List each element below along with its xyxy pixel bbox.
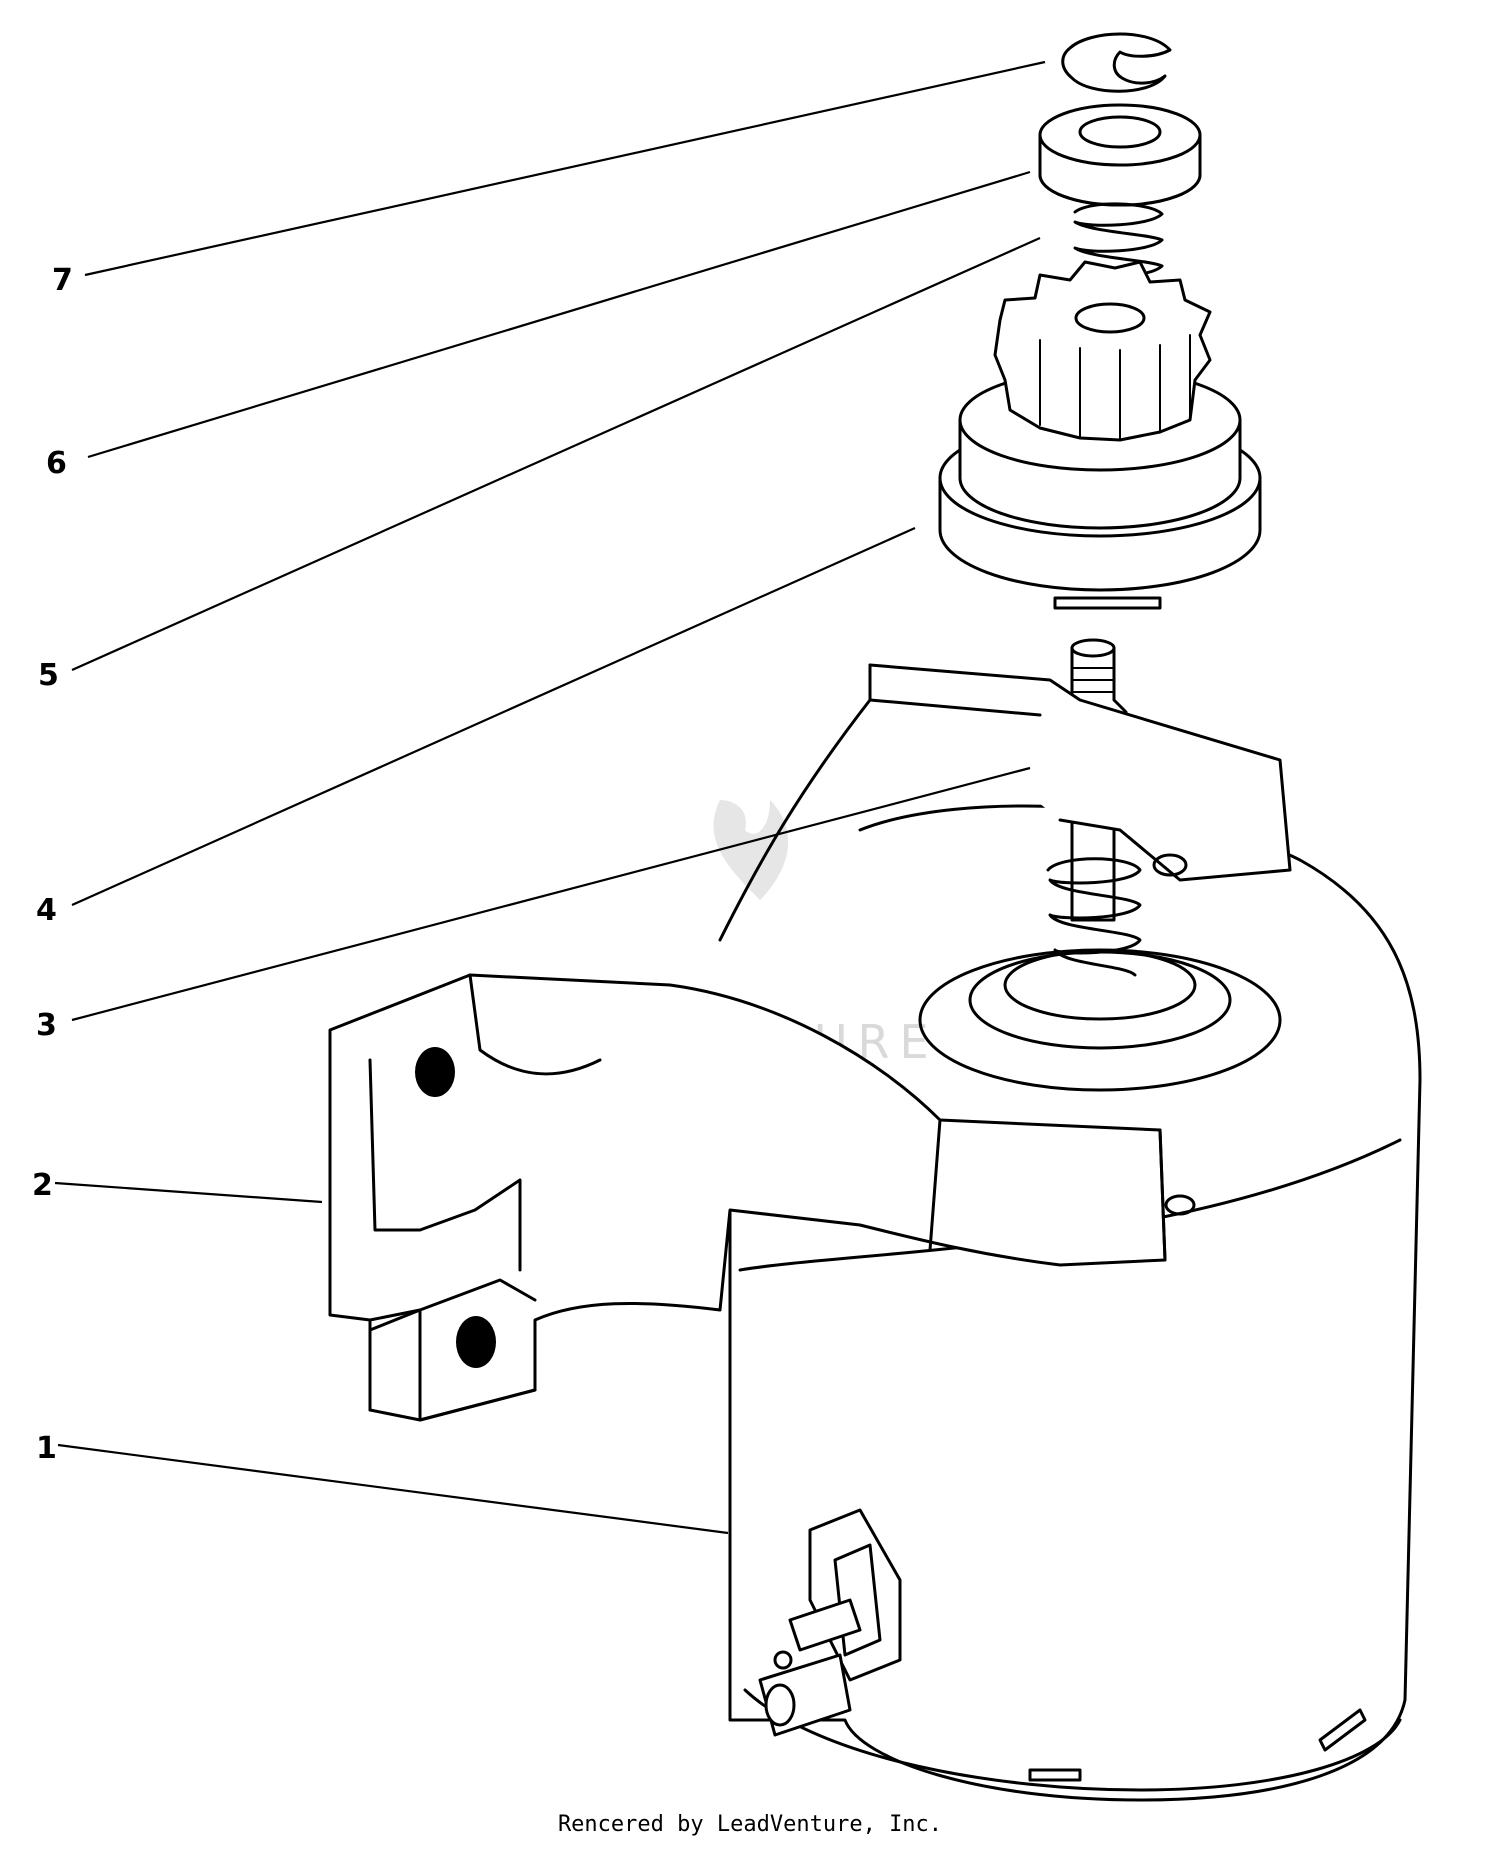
leader-4 [71, 526, 916, 907]
callout-6: 6 [46, 446, 67, 481]
callout-4: 4 [36, 893, 57, 928]
leader-7 [84, 60, 1046, 277]
watermark-flame-icon [713, 800, 789, 900]
callout-1: 1 [36, 1431, 57, 1466]
mount-hole-lower [456, 1316, 496, 1368]
leader-1 [57, 1443, 729, 1535]
part-7-retaining-clip [1061, 32, 1172, 93]
render-credit: Rencered by LeadVenture, Inc. [557, 1812, 943, 1837]
leader-3 [71, 766, 1031, 1022]
callout-3: 3 [36, 1008, 57, 1043]
leader-lines [54, 60, 1046, 1535]
leader-2 [54, 1181, 323, 1204]
callouts: 7 6 5 4 3 2 1 [32, 263, 73, 1466]
part-2-mounting-bracket [328, 663, 1292, 1422]
leader-6 [87, 170, 1031, 459]
callout-2: 2 [32, 1168, 53, 1203]
part-1-starter-motor [728, 804, 1422, 1802]
part-4-pinion-gear [938, 260, 1262, 610]
part-5-spring [1073, 202, 1164, 279]
mount-hole-upper [415, 1047, 455, 1097]
callout-7: 7 [52, 263, 73, 298]
leader-5 [71, 236, 1041, 672]
part-6-washer [1038, 103, 1202, 207]
callout-5: 5 [38, 658, 59, 693]
